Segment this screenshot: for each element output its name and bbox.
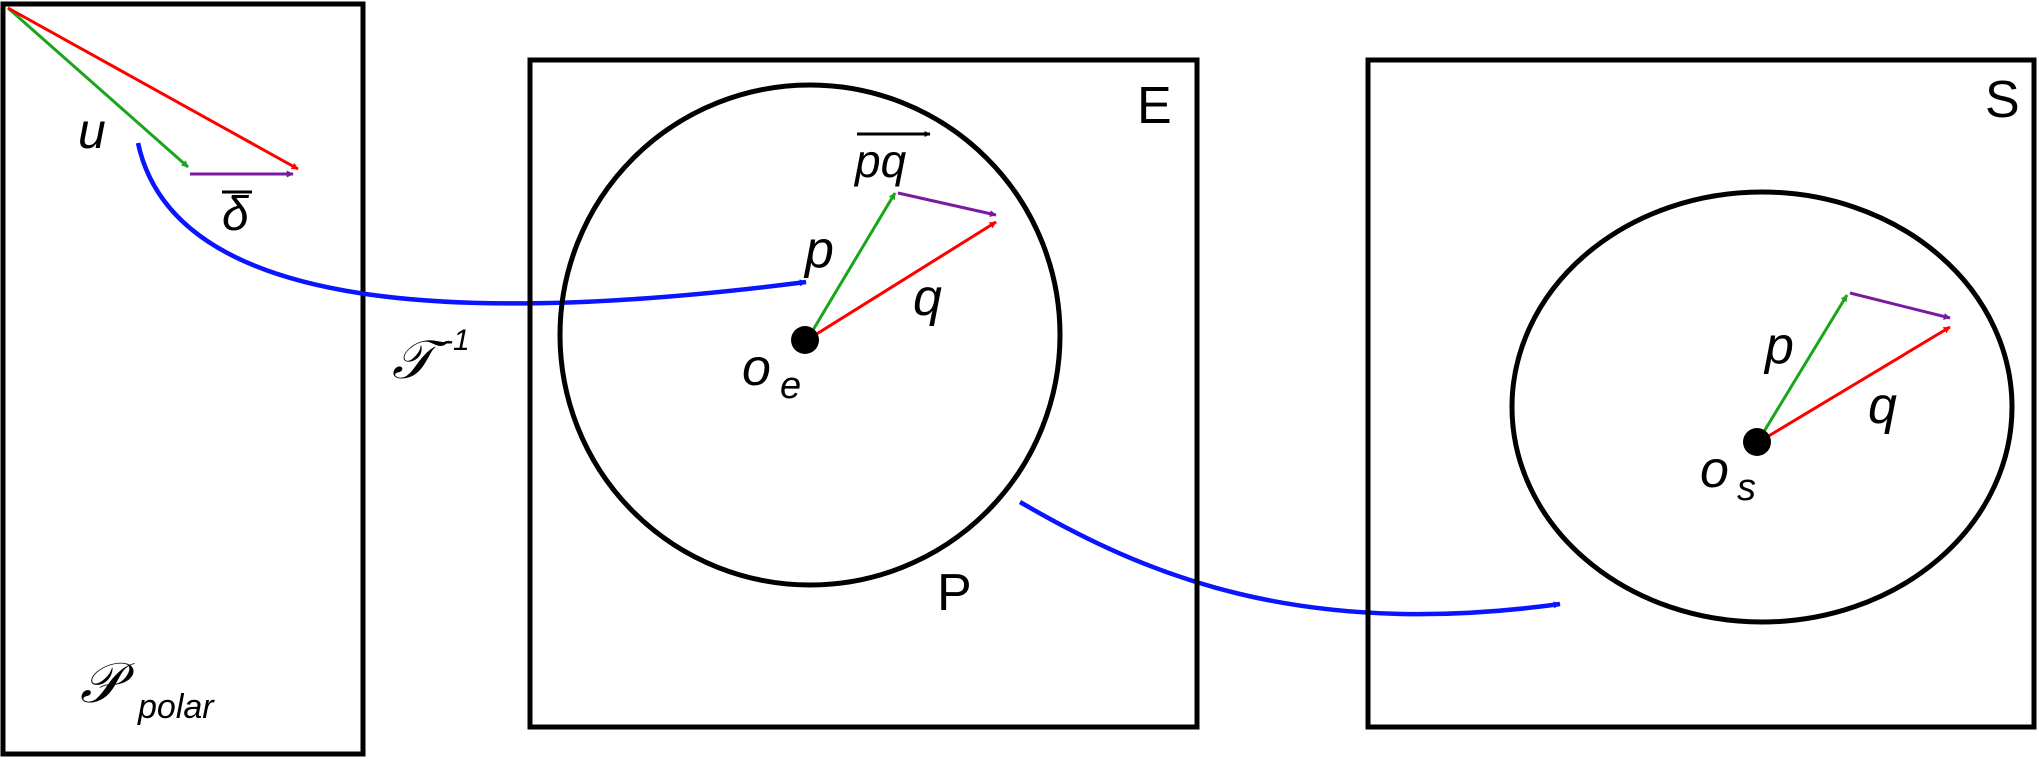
p-label-s: p [1763,317,1794,375]
p-vector-e [805,192,897,341]
q-vector-polar [7,6,299,171]
origin-e-subscript: e [780,365,801,407]
transform-symbol: 𝒯 [392,328,449,391]
pq-vector-s [1849,291,1951,320]
ellipse-to-sphere-arrow [1018,500,1561,617]
u-vector [7,6,189,169]
delta-label: δ [222,188,250,241]
polygon-p-label: P [937,564,972,622]
q-vector-s [1756,325,1951,445]
s-panel-label: S [1985,71,2020,129]
origin-s-label: o [1700,441,1729,499]
e-panel-label: E [1137,77,1172,135]
s-panel-frame [1365,57,2037,730]
unit-sphere-outline [1509,189,2015,625]
e-panel-frame [527,57,1200,730]
origin-s-dot [1743,428,1771,456]
p-label-e: p [803,221,834,279]
polar-domain-subscript: polar [137,688,215,726]
q-label-s: q [1868,377,1897,435]
inverse-transform-arrow [135,142,807,306]
pq-label: pq [853,135,907,187]
origin-e-dot [791,326,819,354]
polar-domain-symbol: 𝒫 [80,651,135,716]
polar-panel-frame [0,1,366,757]
p-vector-s [1755,294,1849,444]
origin-e-label: o [742,339,771,397]
polygon-p-outline [557,82,1063,588]
q-vector-e [806,220,997,342]
pq-vector-e [897,191,997,218]
origin-s-subscript: s [1737,467,1756,509]
transform-superscript: -1 [443,324,470,357]
u-label: u [78,103,106,159]
q-label-e: q [913,269,942,327]
